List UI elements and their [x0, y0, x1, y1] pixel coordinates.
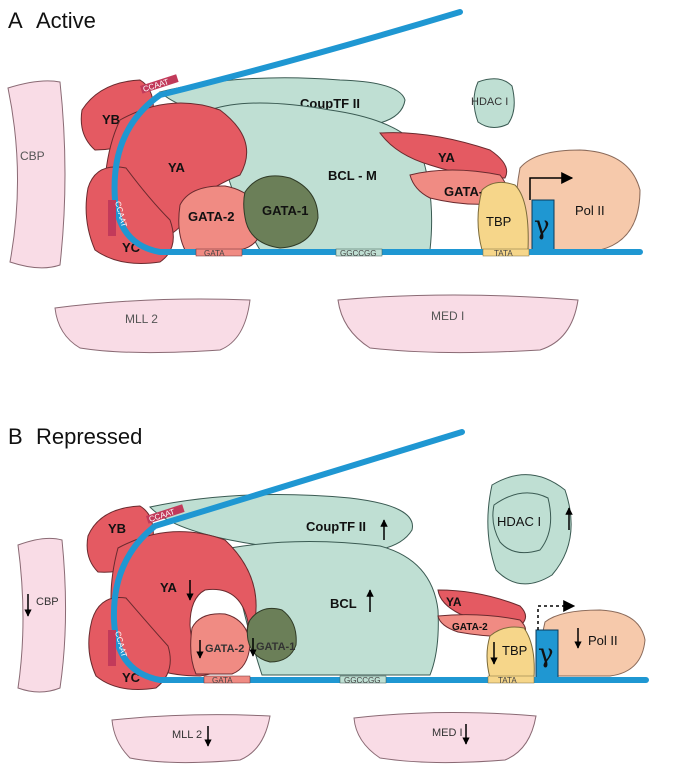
dna-strand — [110, 429, 649, 683]
panel-a-title: Active — [36, 8, 96, 33]
yc-shape — [85, 166, 174, 264]
bcl-label: BCL — [330, 596, 357, 611]
ggccgg-site-label: GGCCGG — [344, 676, 380, 685]
gamma-label: γ — [538, 639, 554, 669]
gata1-shape — [243, 175, 319, 249]
mll-shape — [111, 714, 271, 764]
pol2-label: Pol II — [575, 203, 605, 218]
hdac-inner-shape — [492, 492, 552, 554]
tata-site — [482, 248, 530, 257]
ggccgg-site — [335, 248, 383, 257]
ccaat-top — [145, 504, 185, 524]
cbp-label: CBP — [20, 149, 45, 163]
gata2-label: GATA-2 — [205, 643, 244, 655]
yb-label: YB — [108, 521, 126, 536]
ya-small-label: YA — [438, 150, 455, 165]
hdac-shape — [473, 78, 515, 128]
gata1-label: GATA-1 — [256, 641, 295, 653]
ya-label: YA — [168, 160, 185, 175]
ccaat-bottom — [108, 200, 116, 236]
hdac-label: HDAC I — [471, 96, 508, 108]
med-label: MED I — [431, 309, 464, 323]
cbp-label: CBP — [36, 596, 59, 608]
mll-shape — [54, 298, 251, 354]
tata-site-label: TATA — [494, 249, 513, 258]
dna-strand — [111, 9, 643, 255]
ccaat-top — [140, 74, 179, 94]
yc-shape — [88, 596, 171, 690]
transcription-arrow — [529, 172, 574, 200]
yb-label: YB — [102, 112, 120, 127]
mll-label: MLL 2 — [125, 312, 158, 326]
panel-b-title: Repressed — [36, 424, 142, 449]
med-shape — [353, 711, 537, 764]
ya-label: YA — [160, 580, 177, 595]
bcl-label: BCL - M — [328, 168, 377, 183]
tbp-shape — [486, 626, 535, 679]
med-label: MED I — [432, 727, 463, 739]
tbp-label: TBP — [502, 643, 527, 658]
gata2-small-label: GATA-2 — [452, 622, 488, 633]
tbp-label: TBP — [486, 214, 511, 229]
hdac-label: HDAC I — [497, 514, 541, 529]
ggccgg-site-label: GGCCGG — [340, 249, 376, 258]
gata2-label: GATA-2 — [188, 209, 234, 224]
tbp-shape — [477, 181, 529, 251]
transcription-arrow-dashed — [537, 600, 576, 630]
gata-site — [195, 248, 243, 257]
ya-small-shape — [379, 132, 508, 179]
gata-site — [203, 675, 251, 684]
gata2-small-label: GATA-2 — [444, 184, 490, 199]
gamma-label: γ — [534, 211, 550, 241]
med-shape — [337, 294, 579, 354]
panel-a-letter: A — [8, 8, 23, 33]
tata-site — [487, 675, 535, 684]
tata-site-label: TATA — [498, 676, 517, 685]
ya-small-label: YA — [446, 595, 462, 609]
mll-label: MLL 2 — [172, 729, 202, 741]
panel-b-letter: B — [8, 424, 23, 449]
cbp-shape — [17, 537, 67, 693]
ccaat-bottom — [108, 630, 116, 666]
cbp-shape — [7, 80, 66, 269]
gata-site-label: GATA — [204, 249, 225, 258]
panel-b: B Repressed CBP CoupTF II BCL YB YA YC G… — [8, 424, 649, 764]
gata-site-label: GATA — [212, 676, 233, 685]
gata1-shape — [246, 607, 297, 663]
ggccgg-site — [339, 675, 387, 684]
pol2-label: Pol II — [588, 633, 618, 648]
couptf-label: CoupTF II — [306, 519, 366, 534]
panel-a: A Active CBP CoupTF II BCL - M YB YA YC … — [7, 8, 643, 354]
gata1-label: GATA-1 — [262, 203, 308, 218]
